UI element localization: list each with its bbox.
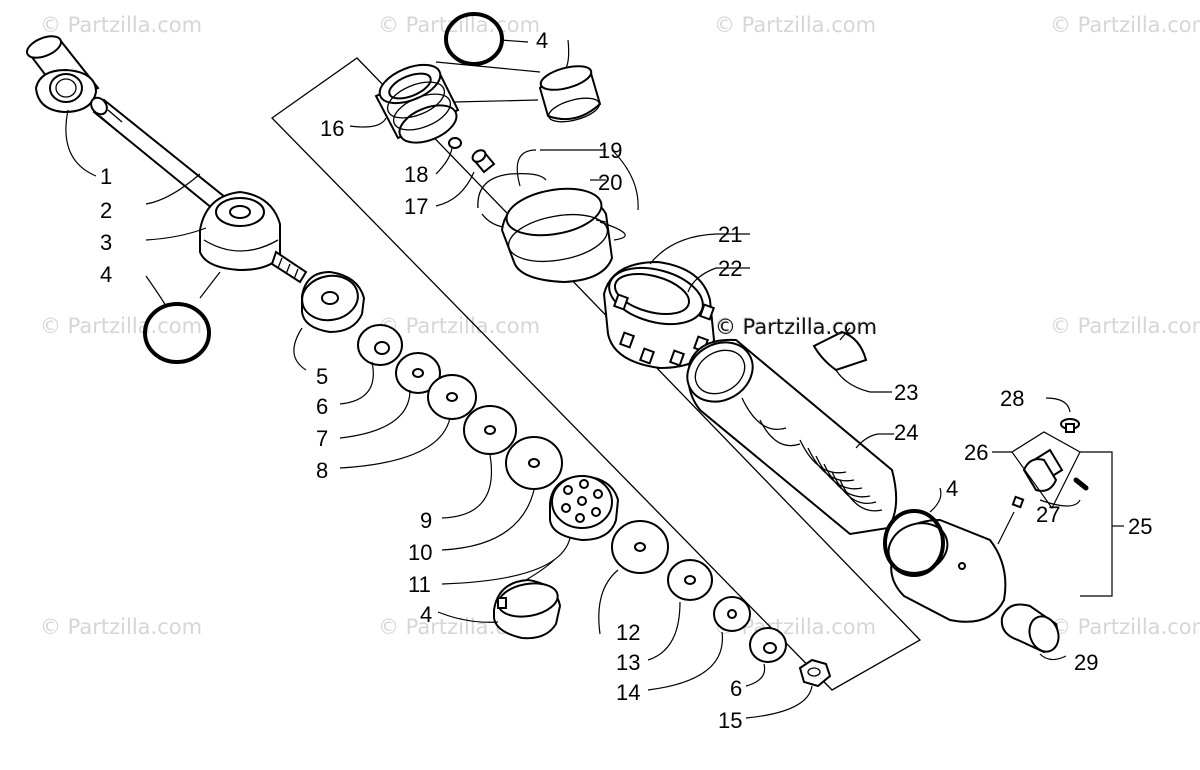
part-4-wear-band-top (538, 65, 602, 123)
part-4-wear-band-lower (493, 578, 562, 640)
callout-28: 28 (1000, 386, 1024, 411)
callout-4: 4 (420, 602, 432, 627)
callout-18: 18 (404, 162, 428, 187)
group-bracket-25 (1080, 451, 1113, 597)
callout-11: 11 (408, 572, 431, 597)
part-7-shim (395, 352, 441, 394)
callout-4: 4 (946, 476, 958, 501)
callout-4: 4 (536, 28, 548, 53)
part-1-top-eye (25, 35, 100, 114)
callout-12: 12 (616, 620, 640, 645)
watermark: © Partzilla.com (1050, 314, 1200, 338)
part-20-reservoir-cap (500, 187, 614, 284)
callout-24: 24 (894, 420, 918, 445)
part-12-shim (611, 520, 669, 574)
callout-22: 22 (718, 256, 742, 281)
part-6-washer-left (357, 324, 403, 366)
callout-1: 1 (100, 164, 112, 189)
part-21-22-spring-adjuster (602, 260, 716, 370)
subassembly-outline (271, 57, 922, 691)
callout-23: 23 (894, 380, 918, 405)
part-15-nut (798, 658, 832, 688)
part-26-valve-core (1011, 495, 1025, 509)
watermark: © Partzilla.com (714, 13, 876, 37)
watermark: © Partzilla.com (40, 314, 202, 338)
callout-15: 15 (718, 708, 742, 733)
part-4-o-ring-right (883, 509, 945, 577)
part-17-bleed-screw (471, 149, 496, 174)
part-13-shim (667, 559, 713, 601)
part-6-washer-lower (749, 627, 787, 663)
callout-8: 8 (316, 458, 328, 483)
watermark: © Partzilla.com (40, 615, 202, 639)
part-24-shock-body (686, 338, 898, 536)
part-4-o-ring-left (143, 302, 211, 364)
part-18-o-ring-small (448, 137, 462, 149)
watermark-layer: © Partzilla.com © Partzilla.com © Partzi… (40, 13, 1200, 639)
callout-27: 27 (1036, 502, 1060, 527)
watermark: © Partzilla.com (714, 314, 876, 338)
callout-25: 25 (1128, 514, 1152, 539)
callout-16: 16 (320, 116, 344, 141)
callout-13: 13 (616, 650, 640, 675)
copyright-credit: © Partzilla.com (715, 315, 877, 339)
watermark: © Partzilla.com (1050, 615, 1200, 639)
part-29-bushing (1000, 603, 1060, 654)
callout-6: 6 (316, 394, 328, 419)
part-26-valve-body (1022, 448, 1064, 492)
callout-labels: 1 2 3 4 5 6 7 8 9 10 11 4 12 13 14 6 15 … (100, 28, 1152, 733)
part-16-bearing-housing (374, 63, 460, 144)
part-27-o-ring (1073, 477, 1089, 491)
callout-5: 5 (316, 364, 328, 389)
callout-14: 14 (616, 680, 640, 705)
callout-17: 17 (404, 194, 428, 219)
callout-3: 3 (100, 230, 112, 255)
callout-10: 10 (408, 540, 432, 565)
callout-20: 20 (598, 170, 622, 195)
callout-26: 26 (964, 440, 988, 465)
part-11-piston (549, 474, 620, 542)
part-10-shim (505, 436, 563, 490)
part-28-valve-cap (1060, 418, 1080, 433)
callout-2: 2 (100, 198, 112, 223)
callout-21: 21 (718, 222, 742, 247)
part-bottom-eye-housing (887, 518, 1007, 623)
callout-9: 9 (420, 508, 432, 533)
part-8-shim (427, 374, 477, 420)
callout-7: 7 (316, 426, 328, 451)
part-3-shaft-housing (199, 190, 308, 284)
part-4-o-ring-top (444, 12, 504, 66)
callout-19: 19 (598, 138, 622, 163)
watermark: © Partzilla.com (1050, 13, 1200, 37)
part-5-bumper (301, 270, 366, 334)
part-14-shim (713, 596, 751, 632)
callout-6: 6 (730, 676, 742, 701)
part-9-shim (463, 405, 517, 455)
watermark: © Partzilla.com (40, 13, 202, 37)
watermark: © Partzilla.com (378, 314, 540, 338)
callout-4: 4 (100, 262, 112, 287)
part-23-decal (812, 330, 868, 372)
callout-29: 29 (1074, 650, 1098, 675)
leader-lines (65, 39, 1081, 719)
